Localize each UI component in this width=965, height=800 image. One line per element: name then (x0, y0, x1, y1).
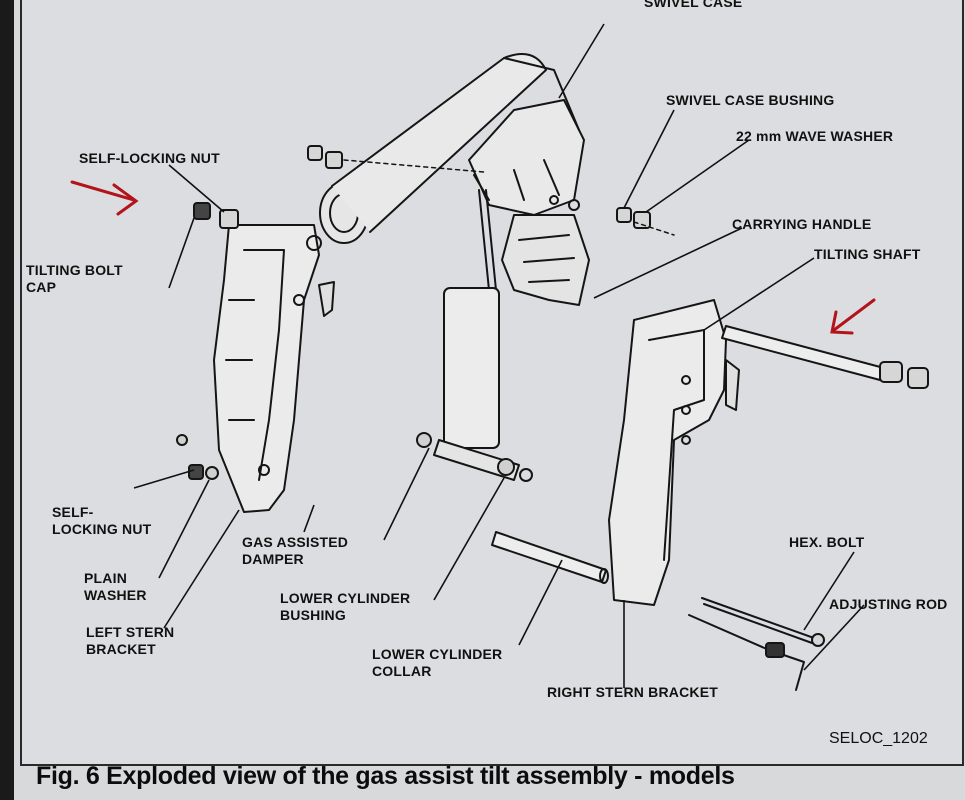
gas-damper-part (416, 189, 533, 482)
label-wave-washer: 22 mm WAVE WASHER (736, 128, 894, 144)
label-lower-cylinder-bushing: LOWER CYLINDER BUSHING (280, 590, 411, 623)
label-self-locking-nut-top: SELF-LOCKING NUT (79, 150, 220, 166)
figure-caption: Fig. 6 Exploded view of the gas assist t… (36, 762, 735, 790)
hardware-nuts (176, 145, 651, 480)
lower-collar-part (491, 531, 609, 584)
label-tilting-shaft: TILTING SHAFT (814, 246, 921, 262)
label-plain-washer: PLAIN WASHER (84, 570, 147, 603)
label-tilting-bolt-cap: TILTING BOLT CAP (26, 262, 123, 295)
label-left-stern-bracket: LEFT STERN BRACKET (86, 624, 175, 657)
swivel-case-part (319, 53, 585, 244)
label-swivel-case-bushing: SWIVEL CASE BUSHING (666, 92, 835, 108)
left-stern-bracket-part (213, 224, 335, 513)
right-stern-bracket-part (608, 299, 740, 606)
label-adjusting-rod: ADJUSTING ROD (829, 596, 948, 612)
label-self-locking-nut-lower: SELF- LOCKING NUT (52, 504, 152, 537)
label-right-stern-bracket: RIGHT STERN BRACKET (547, 684, 719, 700)
page-scan: SWIVEL CASE SWIVEL CASE BUSHING 22 mm WA… (14, 0, 965, 800)
alignment-lines (343, 159, 675, 236)
adjusting-rod-part (688, 614, 805, 691)
label-lower-cylinder-collar: LOWER CYLINDER COLLAR (372, 646, 503, 679)
label-gas-assisted-damper: GAS ASSISTED DAMPER (242, 534, 349, 567)
hex-bolt-part (701, 597, 825, 647)
exploded-diagram (70, 23, 929, 691)
carrying-handle-part (501, 214, 590, 306)
label-hex-bolt: HEX. BOLT (789, 534, 865, 550)
annotation-arrows (70, 180, 876, 335)
tilting-shaft-part (721, 325, 929, 389)
label-swivel-case: SWIVEL CASE (644, 0, 743, 10)
label-carrying-handle: CARRYING HANDLE (732, 216, 872, 232)
leader-lines (133, 23, 865, 688)
figure-credit: SELOC_1202 (829, 730, 928, 747)
